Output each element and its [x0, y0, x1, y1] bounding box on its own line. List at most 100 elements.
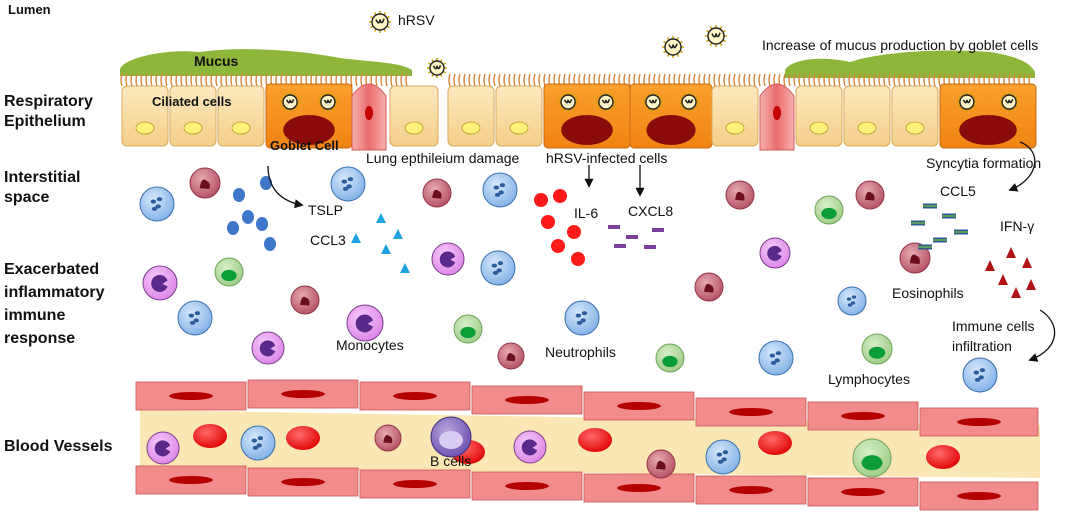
neutrophil-lobe — [342, 186, 349, 191]
virion-genome — [1004, 98, 1014, 104]
arrow-syncytia — [1008, 141, 1036, 192]
cxcl8-molecule — [644, 245, 656, 249]
lymphocyte-cell — [214, 257, 244, 287]
cilium — [135, 73, 138, 87]
lymphocyte-cell — [655, 343, 685, 373]
red-blood-cell — [286, 426, 320, 450]
hrsv-virion-icon — [280, 92, 301, 112]
cilium — [250, 73, 253, 87]
label-space: space — [4, 189, 49, 206]
cilium — [350, 73, 353, 87]
vessel-wall-nucleus — [729, 486, 773, 494]
hrsv-virion-icon — [595, 92, 616, 112]
neutrophil-cell — [837, 286, 867, 316]
neutrophil-lobe — [498, 190, 504, 195]
neutrophil-lobe — [492, 270, 499, 275]
cell-nucleus — [725, 121, 745, 135]
label-immune-cells: Immune cells — [952, 318, 1034, 334]
cilium — [528, 73, 531, 87]
eosinophil-nucleus — [199, 179, 210, 189]
monocyte-nucleus — [439, 251, 456, 268]
ciliated-cell — [795, 85, 843, 147]
cilium — [818, 73, 821, 87]
virion-genome — [962, 98, 972, 104]
cilium — [405, 73, 408, 87]
eosinophil-nucleus — [432, 189, 442, 199]
cilium — [400, 73, 403, 87]
label-monocytes: Monocytes — [336, 337, 404, 353]
neutrophil-body — [139, 186, 175, 222]
vessel-wall-nucleus — [505, 482, 549, 490]
lymphocyte-cell — [861, 333, 893, 365]
red-blood-cell — [578, 428, 612, 452]
red-blood-cell — [926, 445, 960, 469]
cell-nucleus — [461, 121, 481, 135]
label-mucus: Mucus — [194, 53, 239, 69]
red-blood-cell — [193, 424, 227, 448]
tslp-molecule — [242, 210, 254, 224]
cell-nucleus — [404, 121, 424, 135]
ccl3-molecule — [376, 213, 386, 223]
eosinophil-cell — [290, 285, 320, 315]
cilium — [928, 73, 931, 87]
neutrophil-lobe — [721, 457, 727, 462]
goblet-nucleus — [646, 115, 696, 145]
cilium — [858, 73, 861, 87]
eosinophil-nucleus — [300, 296, 310, 306]
neutrophil-lobe — [717, 459, 724, 464]
cell-nucleus — [809, 121, 829, 135]
tslp-molecule — [233, 188, 245, 202]
cell-nucleus — [231, 121, 251, 135]
cilium — [863, 73, 866, 87]
monocyte-cell — [251, 331, 285, 365]
label-infiltration: infiltration — [952, 338, 1012, 354]
ccl5-molecule-stripe — [954, 231, 968, 233]
hrsv-virion-icon — [642, 92, 663, 112]
neutrophil-lobe — [189, 320, 196, 325]
ccl5-molecule-stripe — [923, 205, 937, 207]
cilium — [728, 73, 731, 87]
neutrophil-body — [177, 300, 213, 336]
monocyte-cell — [759, 237, 791, 269]
neutrophil-lobe — [496, 268, 502, 273]
vessel-wall-nucleus — [729, 408, 773, 416]
neutrophil-lobe — [575, 313, 582, 318]
neutrophil-body — [705, 439, 741, 475]
goblet-nucleus — [561, 115, 613, 145]
cilium — [523, 73, 526, 87]
cilium — [938, 73, 941, 87]
neutrophil-lobe — [769, 353, 776, 358]
virion-genome — [432, 64, 442, 70]
neutrophil-lobe — [499, 183, 506, 188]
virion-genome — [375, 18, 385, 24]
damaged-cell-nucleus — [365, 106, 373, 120]
cilium — [888, 73, 891, 87]
cilium — [448, 73, 451, 87]
cilium — [543, 73, 546, 87]
cilium — [240, 73, 243, 87]
lymphocyte-nucleus — [821, 207, 837, 220]
neutrophil-body — [837, 286, 867, 316]
cilium — [803, 73, 806, 87]
cell-body — [121, 85, 169, 147]
neutrophil-lobe — [770, 360, 777, 365]
ccl3-molecule — [351, 233, 361, 243]
damaged-cell — [351, 83, 387, 151]
cilium — [360, 73, 363, 87]
vessel-wall-nucleus — [505, 396, 549, 404]
cilium — [868, 73, 871, 87]
cilium — [843, 73, 846, 87]
neutrophil-body — [758, 340, 794, 376]
cell-nucleus — [135, 121, 155, 135]
eosinophil-nucleus — [735, 191, 745, 201]
label-ifn-gamma: IFN-γ — [1000, 218, 1034, 234]
label-response: response — [4, 330, 75, 347]
mucus-layer — [120, 49, 1035, 78]
neutrophil-cell — [330, 166, 366, 202]
cilium — [493, 73, 496, 87]
neutrophil-lobe — [979, 368, 986, 373]
neutrophil-lobe — [346, 184, 352, 189]
neutrophil-body — [962, 357, 998, 393]
neutrophil-lobe — [973, 370, 980, 375]
ifn-gamma-molecule — [1011, 287, 1021, 298]
